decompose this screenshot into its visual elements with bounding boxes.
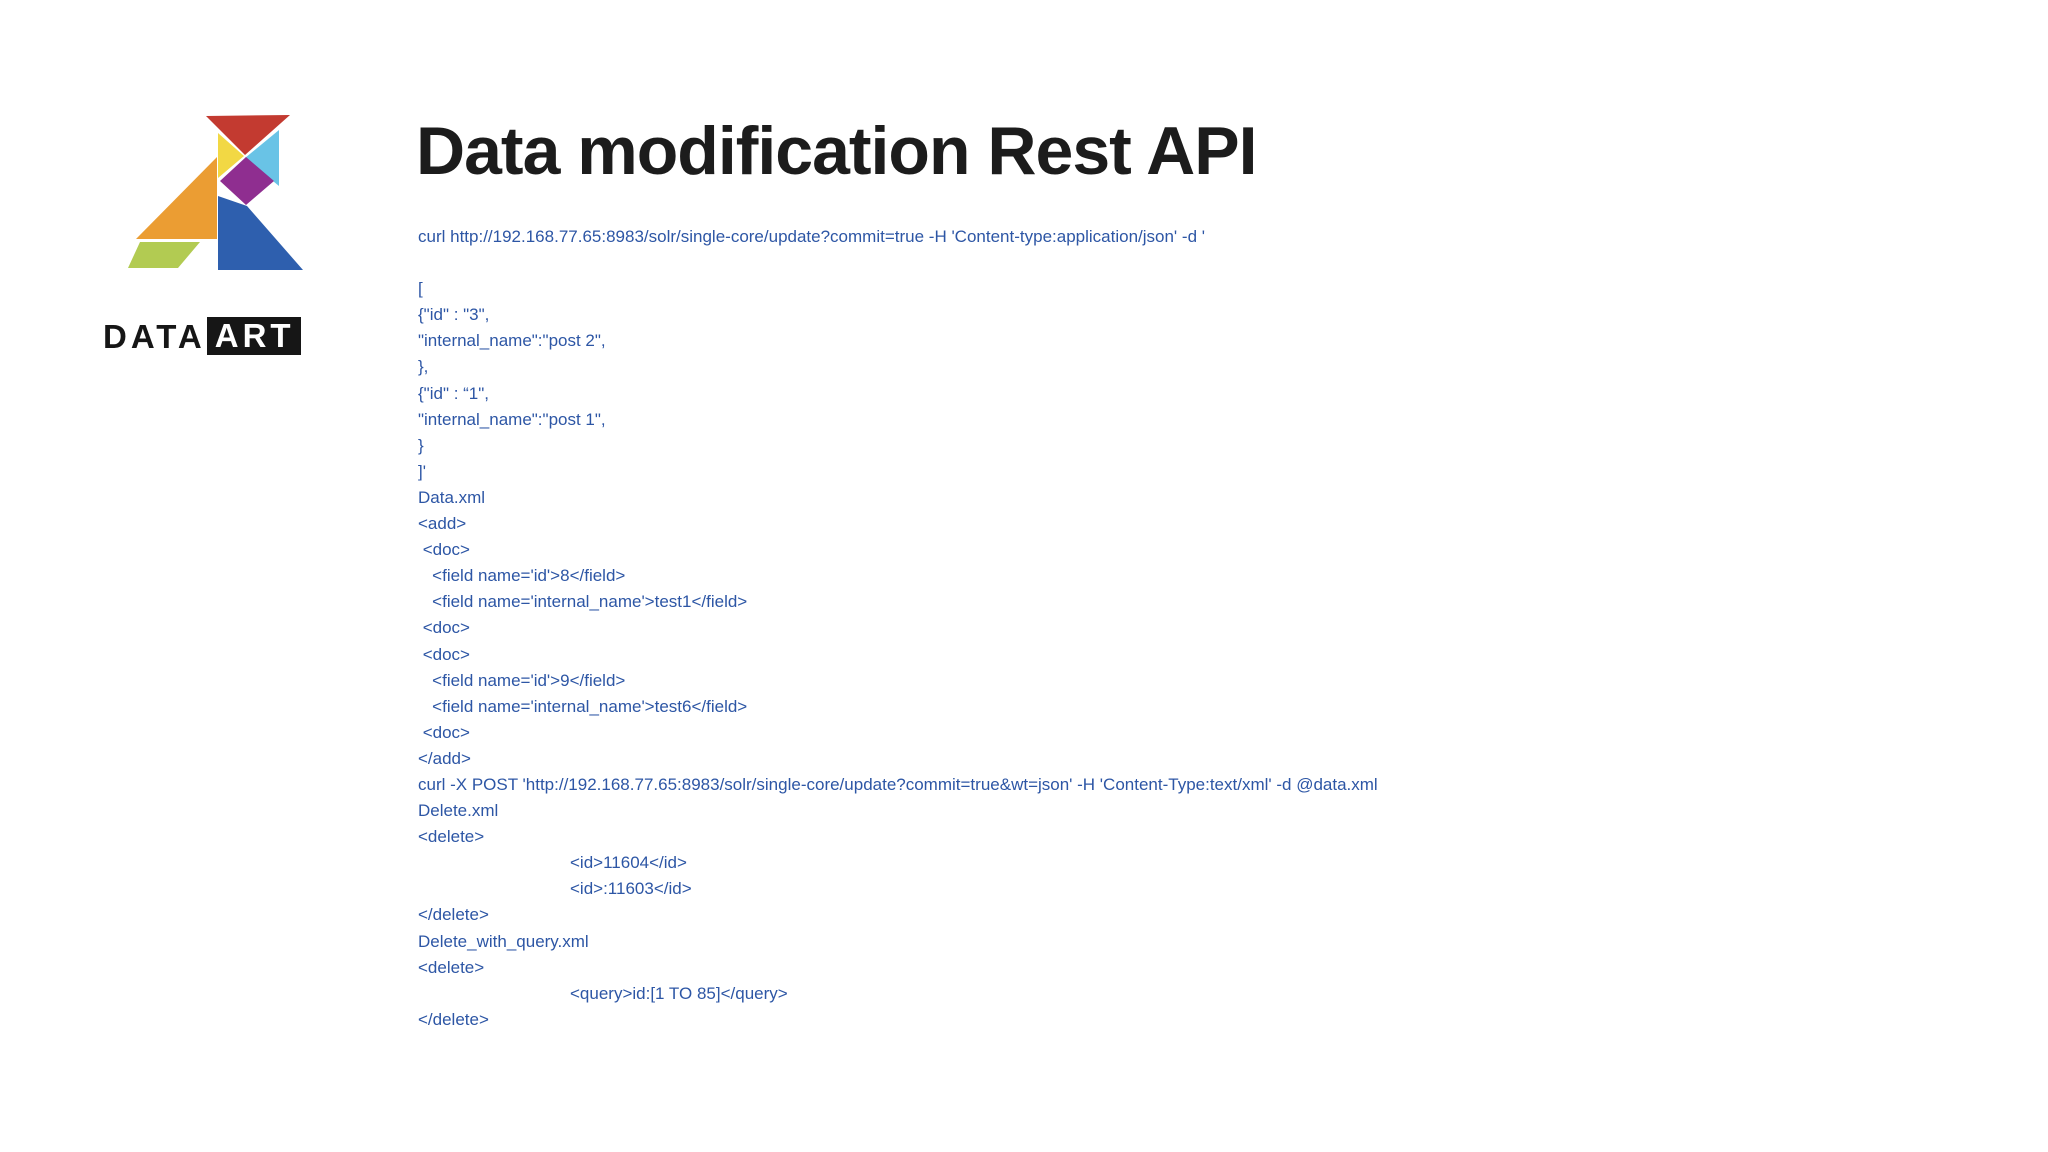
code-line: }, [418,357,429,377]
code-line: <delete> [418,957,485,977]
code-line [418,250,1378,276]
dataart-tangram-icon [128,115,303,270]
code-line: <delete> [418,827,485,847]
code-line: </add> [418,748,471,768]
code-line: <field name='id'>8</field> [418,566,626,586]
code-line: "internal_name":"post 2", [418,331,606,351]
code-line: </delete> [418,905,489,925]
code-line: <doc> [418,540,470,560]
tangram-yellow-piece [218,133,244,178]
code-line: <id>11604</id> [418,853,687,873]
code-line: <field name='internal_name'>test1</field… [418,592,748,612]
tangram-purple-piece [220,157,274,205]
code-line: Data.xml [418,487,486,507]
tangram-blue-piece [218,196,303,270]
code-line: <query>id:[1 TO 85]</query> [418,983,788,1003]
code-line: [ [418,279,423,299]
wordmark-data-text: DATA [103,317,206,355]
code-line: </delete> [418,1009,489,1029]
code-line: } [418,435,424,455]
tangram-cyan-piece [245,130,279,186]
code-line: curl http://192.168.77.65:8983/solr/sing… [418,227,1205,246]
code-line: <doc> [418,722,470,742]
code-line: Delete.xml [418,801,499,821]
tangram-orange-piece [136,157,217,239]
slide-title: Data modification Rest API [416,113,1258,189]
tangram-red-piece [206,115,290,155]
code-line: <field name='internal_name'>test6</field… [418,696,748,716]
code-block: curl http://192.168.77.65:8983/solr/sing… [418,224,1378,1033]
code-line: curl -X POST 'http://192.168.77.65:8983/… [418,774,1378,794]
code-line: <id>:11603</id> [418,879,692,899]
code-line: <doc> [418,644,470,664]
code-line: ]' [418,461,426,481]
code-line: Delete_with_query.xml [418,931,589,951]
wordmark-art-text: ART [206,317,301,355]
code-line: {"id" : "3", [418,305,490,325]
code-line: {"id" : “1", [418,383,490,403]
code-line: <add> [418,514,467,534]
code-line: "internal_name":"post 1", [418,409,606,429]
code-line: <field name='id'>9</field> [418,670,626,690]
code-line: <doc> [418,618,470,638]
tangram-green-piece [128,242,200,268]
